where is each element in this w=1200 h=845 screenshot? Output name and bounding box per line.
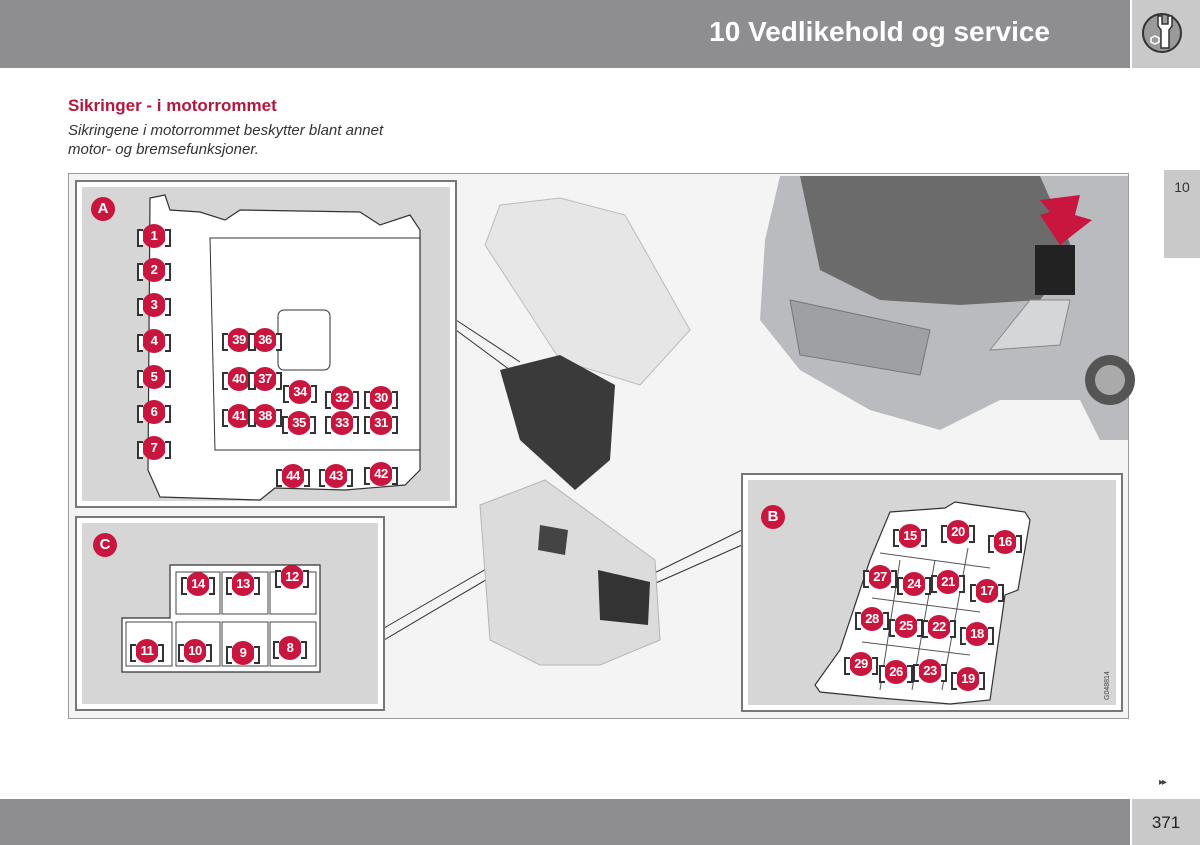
panel-a-label: A [91,197,115,221]
fuse-6: 6 [137,400,171,424]
chapter-tab[interactable]: 10 [1164,170,1200,258]
fuse-33: 33 [325,411,359,435]
fuse-15: 15 [893,524,927,548]
fuse-13: 13 [226,572,260,596]
fuse-27: 27 [863,565,897,589]
fuse-26: 26 [879,660,913,684]
fuse-35: 35 [282,411,316,435]
fuse-43: 43 [319,464,353,488]
fuse-23: 23 [913,659,947,683]
fuse-10: 10 [178,639,212,663]
fuse-34: 34 [283,380,317,404]
page-header: 10 Vedlikehold og service [0,0,1130,68]
fuse-21: 21 [931,570,965,594]
fuse-2: 2 [137,258,171,282]
fuse-18: 18 [960,622,994,646]
fuse-32: 32 [325,386,359,410]
fuse-14: 14 [181,572,215,596]
fuse-17: 17 [970,579,1004,603]
fuse-37: 37 [248,367,282,391]
chapter-icon-box [1132,0,1200,68]
fuse-5: 5 [137,365,171,389]
fuse-16: 16 [988,530,1022,554]
fuse-9: 9 [226,641,260,665]
page-number: 371 [1132,799,1200,845]
fuse-42: 42 [364,462,398,486]
fuse-31: 31 [364,411,398,435]
fuse-7: 7 [137,436,171,460]
fuse-25: 25 [889,614,923,638]
fuse-11: 11 [130,639,164,663]
section-heading: Sikringer - i motorrommet [68,96,277,115]
fuse-36: 36 [248,328,282,352]
section-intro: Sikringene i motorrommet beskytter blant… [68,122,384,158]
fuse-29: 29 [844,652,878,676]
fuse-44: 44 [276,464,310,488]
fuse-30: 30 [364,386,398,410]
fuse-38: 38 [248,404,282,428]
fuse-22: 22 [922,615,956,639]
fuse-4: 4 [137,329,171,353]
page-footer [0,799,1130,845]
panel-c-label: C [93,533,117,557]
fuse-1: 1 [137,224,171,248]
fuse-8: 8 [273,636,307,660]
wrench-icon [1142,13,1182,53]
fuse-20: 20 [941,520,975,544]
chapter-title: 10 Vedlikehold og service [709,16,1050,47]
fuse-24: 24 [897,572,931,596]
fuse-19: 19 [951,667,985,691]
fuse-3: 3 [137,293,171,317]
figure-code: G048814 [1104,671,1111,700]
fuse-12: 12 [275,565,309,589]
fuse-28: 28 [855,607,889,631]
panel-b-label: B [761,505,785,529]
double-arrow-right-icon: ▸▸ [1159,777,1167,788]
